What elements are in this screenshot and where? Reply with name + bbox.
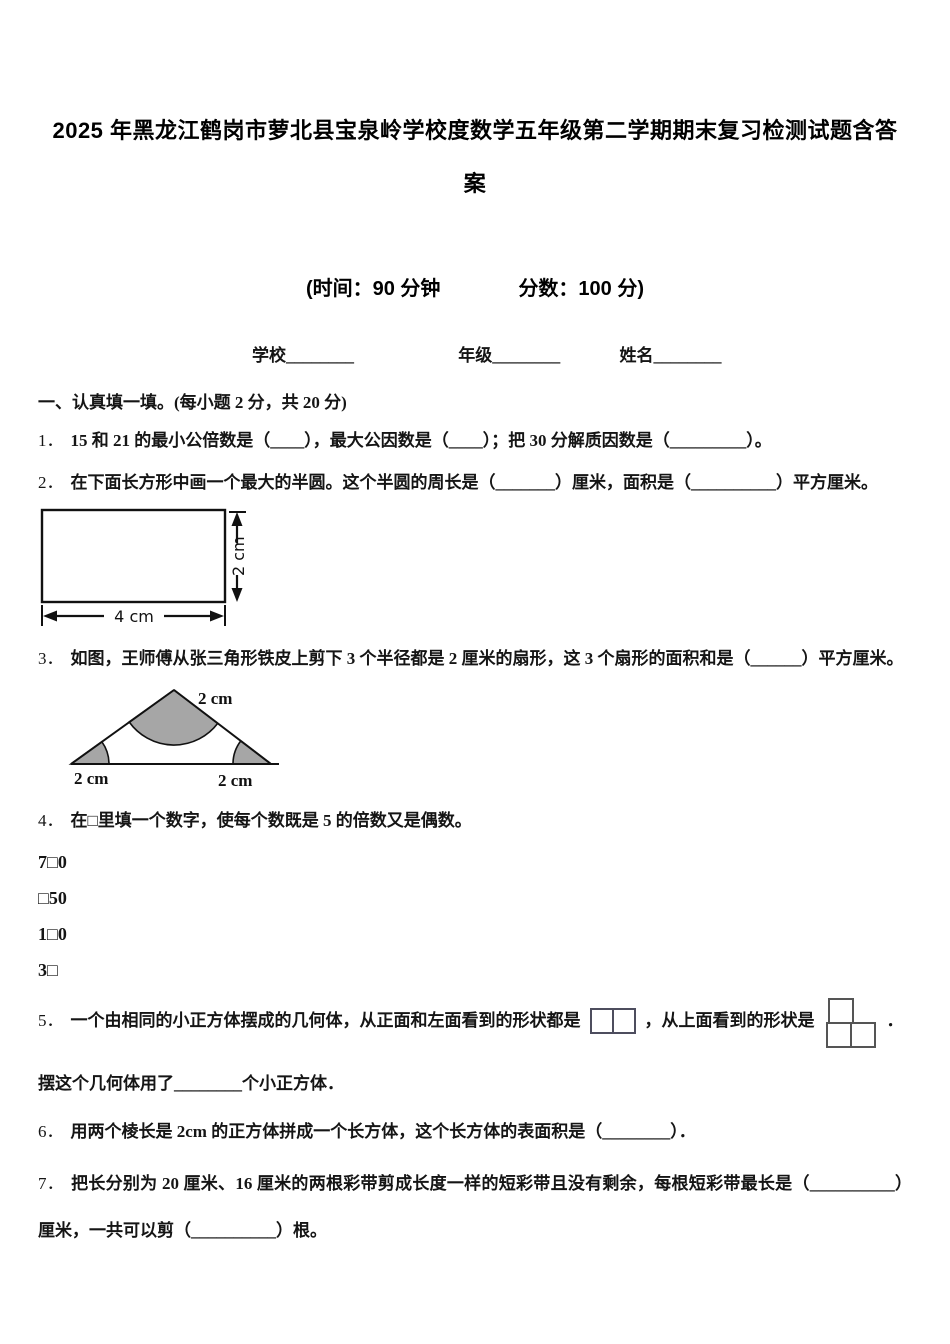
- front-view-cell: [611, 1008, 636, 1034]
- top-view-cell: [849, 1022, 876, 1048]
- question-5-text-c: ．: [886, 1011, 904, 1030]
- question-4-number: 4．: [38, 811, 64, 830]
- question-5-text-a: 一个由相同的小正方体摆成的几何体，从正面和左面看到的形状都是: [70, 1011, 581, 1030]
- top-view-shape: [825, 998, 876, 1048]
- triangle-left-label: 2 cm: [74, 769, 108, 788]
- apex-sector: [128, 689, 219, 746]
- question-3: 3． 如图，王师傅从张三角形铁皮上剪下 3 个半径都是 2 厘米的扇形，这 3 个…: [38, 643, 912, 674]
- rectangle-height-label: 2 cm: [229, 536, 248, 576]
- q4-item-2: □50: [38, 888, 67, 908]
- question-7-number: 7．: [38, 1174, 65, 1193]
- exam-info-row: (时间：90 分钟 分数：100 分): [38, 272, 912, 301]
- arrow-up-icon: [231, 512, 243, 526]
- triangle-right-label: 2 cm: [218, 771, 252, 790]
- triangle-apex-label: 2 cm: [198, 689, 232, 708]
- triangle-figure: 2 cm 2 cm 2 cm: [68, 689, 279, 790]
- arrow-left-icon: [43, 610, 57, 622]
- rectangle-figure: 4 cm 2 cm: [40, 508, 248, 626]
- question-2-text: 在下面长方形中画一个最大的半圆。这个半圆的周长是（_______）厘米，面积是（…: [70, 473, 879, 492]
- top-view-cell: [827, 998, 854, 1024]
- question-5-number: 5．: [38, 1011, 64, 1030]
- question-5-text-b: ，从上面看到的形状是: [644, 1011, 815, 1030]
- title-line-2: 案: [463, 171, 487, 196]
- question-7-text: 把长分别为 20 厘米、16 厘米的两根彩带剪成长度一样的短彩带且没有剩余，每根…: [38, 1174, 913, 1240]
- total-score-label: 分数：100 分): [518, 278, 645, 300]
- q4-item-4: 3□: [38, 960, 58, 980]
- question-6-text: 用两个棱长是 2cm 的正方体拼成一个长方体，这个长方体的表面积是（______…: [70, 1122, 696, 1141]
- page-title: 2025 年黑龙江鹤岗市萝北县宝泉岭学校度数学五年级第二学期期末复习检测试题含答…: [38, 0, 912, 210]
- q4-item-3: 1□0: [38, 924, 67, 944]
- question-4-text: 在□里填一个数字，使每个数既是 5 的倍数又是偶数。: [70, 811, 472, 830]
- arrow-down-icon: [231, 588, 243, 602]
- question-3-number: 3．: [38, 649, 64, 668]
- front-view-shape: [589, 1008, 636, 1034]
- rectangle-shape: [40, 508, 227, 604]
- rectangle-width-label: 4 cm: [114, 607, 154, 626]
- question-1-text: 15 和 21 的最小公倍数是（____），最大公因数是（____）；把 30 …: [70, 431, 772, 450]
- question-6-number: 6．: [38, 1122, 64, 1141]
- q4-item-1: 7□0: [38, 852, 67, 872]
- top-view-cell: [825, 1022, 852, 1048]
- question-1: 1． 15 和 21 的最小公倍数是（____），最大公因数是（____）；把 3…: [38, 425, 912, 456]
- question-3-text: 如图，王师傅从张三角形铁皮上剪下 3 个半径都是 2 厘米的扇形，这 3 个扇形…: [70, 649, 904, 668]
- time-limit-label: (时间：90 分钟: [305, 278, 441, 300]
- question-5: 5． 一个由相同的小正方体摆成的几何体，从正面和左面看到的形状都是 ，从上面看到的形…: [38, 998, 912, 1048]
- question-4: 4． 在□里填一个数字，使每个数既是 5 的倍数又是偶数。: [38, 805, 912, 836]
- question-7: 7．把长分别为 20 厘米、16 厘米的两根彩带剪成长度一样的短彩带且没有剩余，…: [38, 1160, 912, 1254]
- title-line-1: 2025 年黑龙江鹤岗市萝北县宝泉岭学校度数学五年级第二学期期末复习检测试题含答: [52, 118, 898, 143]
- section-1-heading: 一、认真填一填。(每小题 2 分，共 20 分): [38, 393, 347, 412]
- student-info-row: 学校________ 年级________ 姓名________: [38, 341, 912, 366]
- question-1-number: 1．: [38, 431, 64, 450]
- front-view-cell: [589, 1008, 614, 1034]
- arrow-right-icon: [210, 610, 224, 622]
- question-5-followup: 摆这个几何体用了________个小正方体．: [38, 1074, 344, 1093]
- school-blank: 学校________: [252, 346, 354, 365]
- question-2: 2． 在下面长方形中画一个最大的半圆。这个半圆的周长是（_______）厘米，面积…: [38, 467, 912, 498]
- question-6: 6． 用两个棱长是 2cm 的正方体拼成一个长方体，这个长方体的表面积是（____…: [38, 1116, 912, 1147]
- grade-blank: 年级________: [458, 346, 561, 365]
- name-blank: 姓名________: [619, 346, 722, 365]
- question-2-number: 2．: [38, 473, 64, 492]
- triangle-outline: [70, 689, 279, 765]
